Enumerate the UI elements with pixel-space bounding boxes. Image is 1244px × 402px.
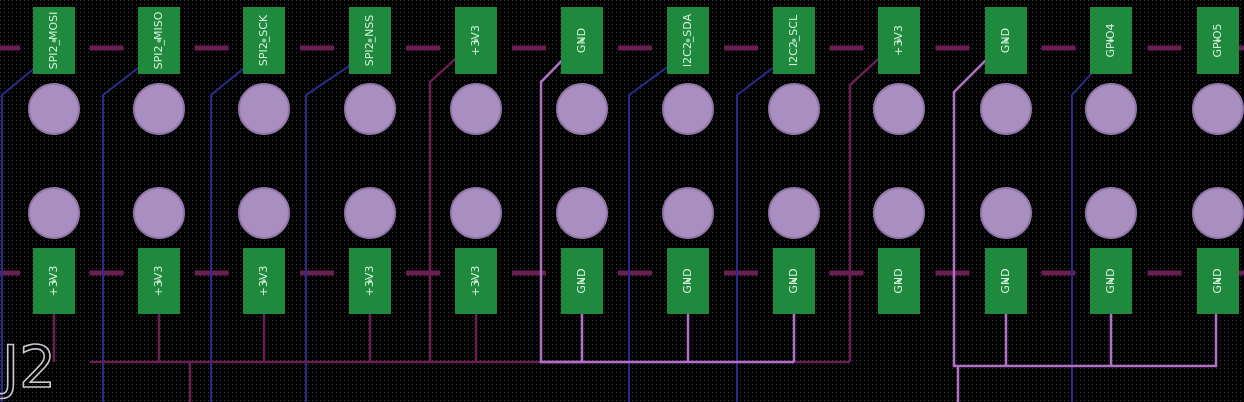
through-hole-pad [28,83,80,135]
through-hole-pad [662,187,714,239]
through-hole-pad [980,83,1032,135]
through-hole-pad [450,83,502,135]
through-hole-pad [768,83,820,135]
pad-center-marker [368,279,372,283]
pad-center-marker [262,279,266,283]
through-hole-pad [1192,187,1244,239]
pad-center-marker [1109,38,1113,43]
pad-center-marker [792,38,796,43]
through-hole-pad [238,187,290,239]
through-hole-pads [28,83,1244,239]
through-hole-pad [873,187,925,239]
pad-center-marker [474,38,478,43]
through-hole-pad [133,187,185,239]
through-hole-pad [344,83,396,135]
through-hole-pad [344,187,396,239]
pad-center-marker [157,38,161,43]
through-hole-pad [873,83,925,135]
pad-center-marker [474,279,478,283]
pad-center-marker [897,279,901,283]
through-hole-pad [450,187,502,239]
through-hole-pad [556,187,608,239]
pad-center-marker [580,279,584,283]
pad-center-marker [686,279,690,283]
pad-center-marker [686,38,690,43]
through-hole-pad [133,83,185,135]
top-pad-row: SPI2_MOSISPI2_MISOSPI2_SCKSPI2_NSS+3V3GN… [33,7,1239,74]
pad-center-marker [897,38,901,43]
designator-label: J2 [0,333,56,401]
signal-trace [305,51,371,402]
pad-center-marker [52,279,56,283]
through-hole-pad [1192,83,1244,135]
pad-center-marker [1216,38,1220,43]
pad-center-marker [157,279,161,283]
through-hole-pad [238,83,290,135]
pad-center-marker [1004,38,1008,43]
through-hole-pad [1085,83,1137,135]
through-hole-pad [980,187,1032,239]
through-hole-pad [556,83,608,135]
pad-center-marker [1109,279,1113,283]
pad-center-marker [792,279,796,283]
bottom-pad-row: +3V3+3V3+3V3+3V3+3V3GNDGNDGNDGNDGNDGNDGN… [33,248,1239,314]
ground-trace [952,39,1218,368]
pad-center-marker [262,38,266,43]
through-hole-pad [28,187,80,239]
pad-center-marker [368,38,372,43]
through-hole-pad [768,187,820,239]
pad-center-marker [580,38,584,43]
pad-center-marker [1004,279,1008,283]
through-hole-pad [662,83,714,135]
pad-center-marker [1216,279,1220,283]
through-hole-pad [1085,187,1137,239]
pad-center-marker [52,38,56,43]
